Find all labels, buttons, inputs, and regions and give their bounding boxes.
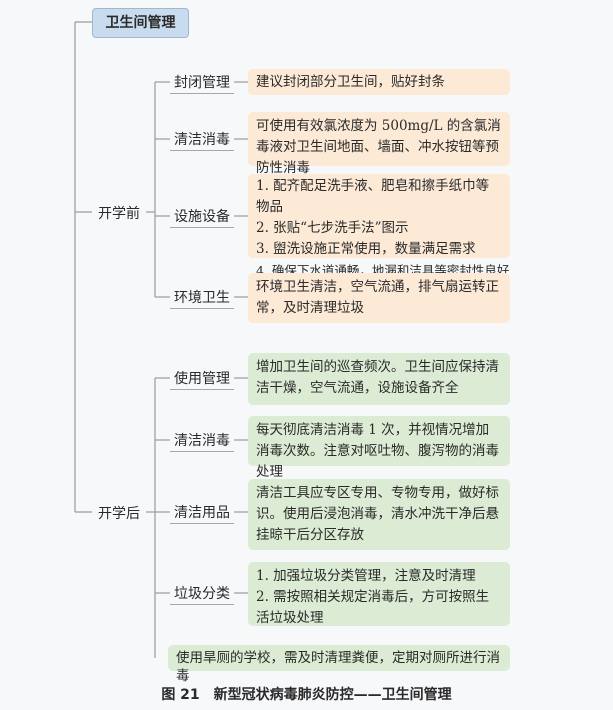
facilities-item-1: 1. 配齐配足洗手液、肥皂和擦手纸巾等物品 <box>256 178 490 215</box>
diagram-title: 卫生间管理 <box>92 8 189 38</box>
figure-caption: 图 21 新型冠状病毒肺炎防控——卫生间管理 <box>0 684 613 704</box>
figure-number: 图 21 <box>161 687 200 703</box>
category-environment: 环境卫生 <box>170 286 234 309</box>
facilities-list: 1. 配齐配足洗手液、肥皂和擦手纸巾等物品 2. 张贴“七步洗手法”图示 3. … <box>248 174 510 278</box>
facilities-item-3: 3. 盥洗设施正常使用，数量满足需求 <box>256 241 476 257</box>
closure-management-note: 建议封闭部分卫生间，贴好封条 <box>248 69 510 95</box>
waste-sorting-item-2: 2. 需按照相关规定消毒后，方可按照生活垃圾处理 <box>256 589 490 626</box>
environment-note: 环境卫生清洁，空气流通，排气扇运转正常，及时清理垃圾 <box>248 273 510 323</box>
cleaning-supplies-note: 清洁工具应专区专用、专物专用，做好标识。使用后浸泡消毒，清水冲洗干净后悬挂晾干后… <box>248 479 510 550</box>
category-cleaning-supplies: 清洁用品 <box>170 501 234 524</box>
category-usage-management: 使用管理 <box>170 367 234 390</box>
category-facilities: 设施设备 <box>170 205 234 228</box>
usage-management-note: 增加卫生间的巡查频次。卫生间应保持清洁干燥，空气流通，设施设备齐全 <box>248 353 510 405</box>
section-before-school: 开学前 <box>92 201 146 225</box>
cleaning-disinfection-note: 可使用有效氯浓度为 500mg/L 的含氯消毒液对卫生间地面、墙面、冲水按钮等预… <box>248 112 510 176</box>
dry-toilet-note: 使用旱厕的学校，需及时清理粪便，定期对厕所进行消毒 <box>168 645 510 684</box>
waste-sorting-item-1: 1. 加强垃圾分类管理，注意及时清理 <box>256 568 476 584</box>
waste-sorting-list: 1. 加强垃圾分类管理，注意及时清理 2. 需按照相关规定消毒后，方可按照生活垃… <box>248 562 510 626</box>
section-after-school: 开学后 <box>92 501 146 525</box>
figure-caption-text: 新型冠状病毒肺炎防控——卫生间管理 <box>213 687 452 703</box>
category-waste-sorting: 垃圾分类 <box>170 582 234 605</box>
category-closure-management: 封闭管理 <box>170 71 234 94</box>
category-cleaning-disinfection-after: 清洁消毒 <box>170 429 234 452</box>
category-cleaning-disinfection: 清洁消毒 <box>170 128 234 151</box>
facilities-item-2: 2. 张贴“七步洗手法”图示 <box>256 220 409 236</box>
cleaning-disinfection-after-note: 每天彻底清洁消毒 1 次，并视情况增加消毒次数。注意对呕吐物、腹泻物的消毒处理 <box>248 416 510 480</box>
